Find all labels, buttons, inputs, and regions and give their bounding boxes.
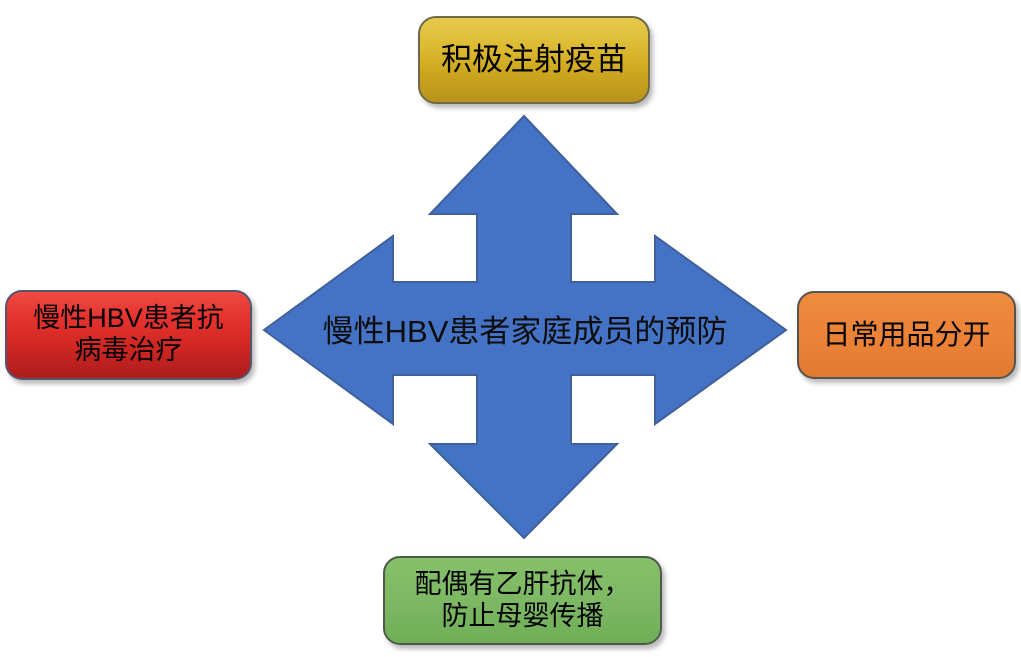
node-box-top[interactable]: 积极注射疫苗	[418, 16, 650, 104]
node-label-bottom: 配偶有乙肝抗体， 防止母婴传播	[414, 568, 631, 631]
four-way-arrow-shape	[262, 114, 788, 540]
node-box-right[interactable]: 日常用品分开	[797, 291, 1016, 379]
node-label-top: 积极注射疫苗	[441, 41, 627, 77]
node-box-bottom[interactable]: 配偶有乙肝抗体， 防止母婴传播	[383, 556, 662, 645]
node-label-right: 日常用品分开	[822, 319, 991, 351]
node-label-left: 慢性HBV患者抗 病毒治疗	[33, 303, 224, 365]
node-box-left[interactable]: 慢性HBV患者抗 病毒治疗	[5, 290, 252, 380]
